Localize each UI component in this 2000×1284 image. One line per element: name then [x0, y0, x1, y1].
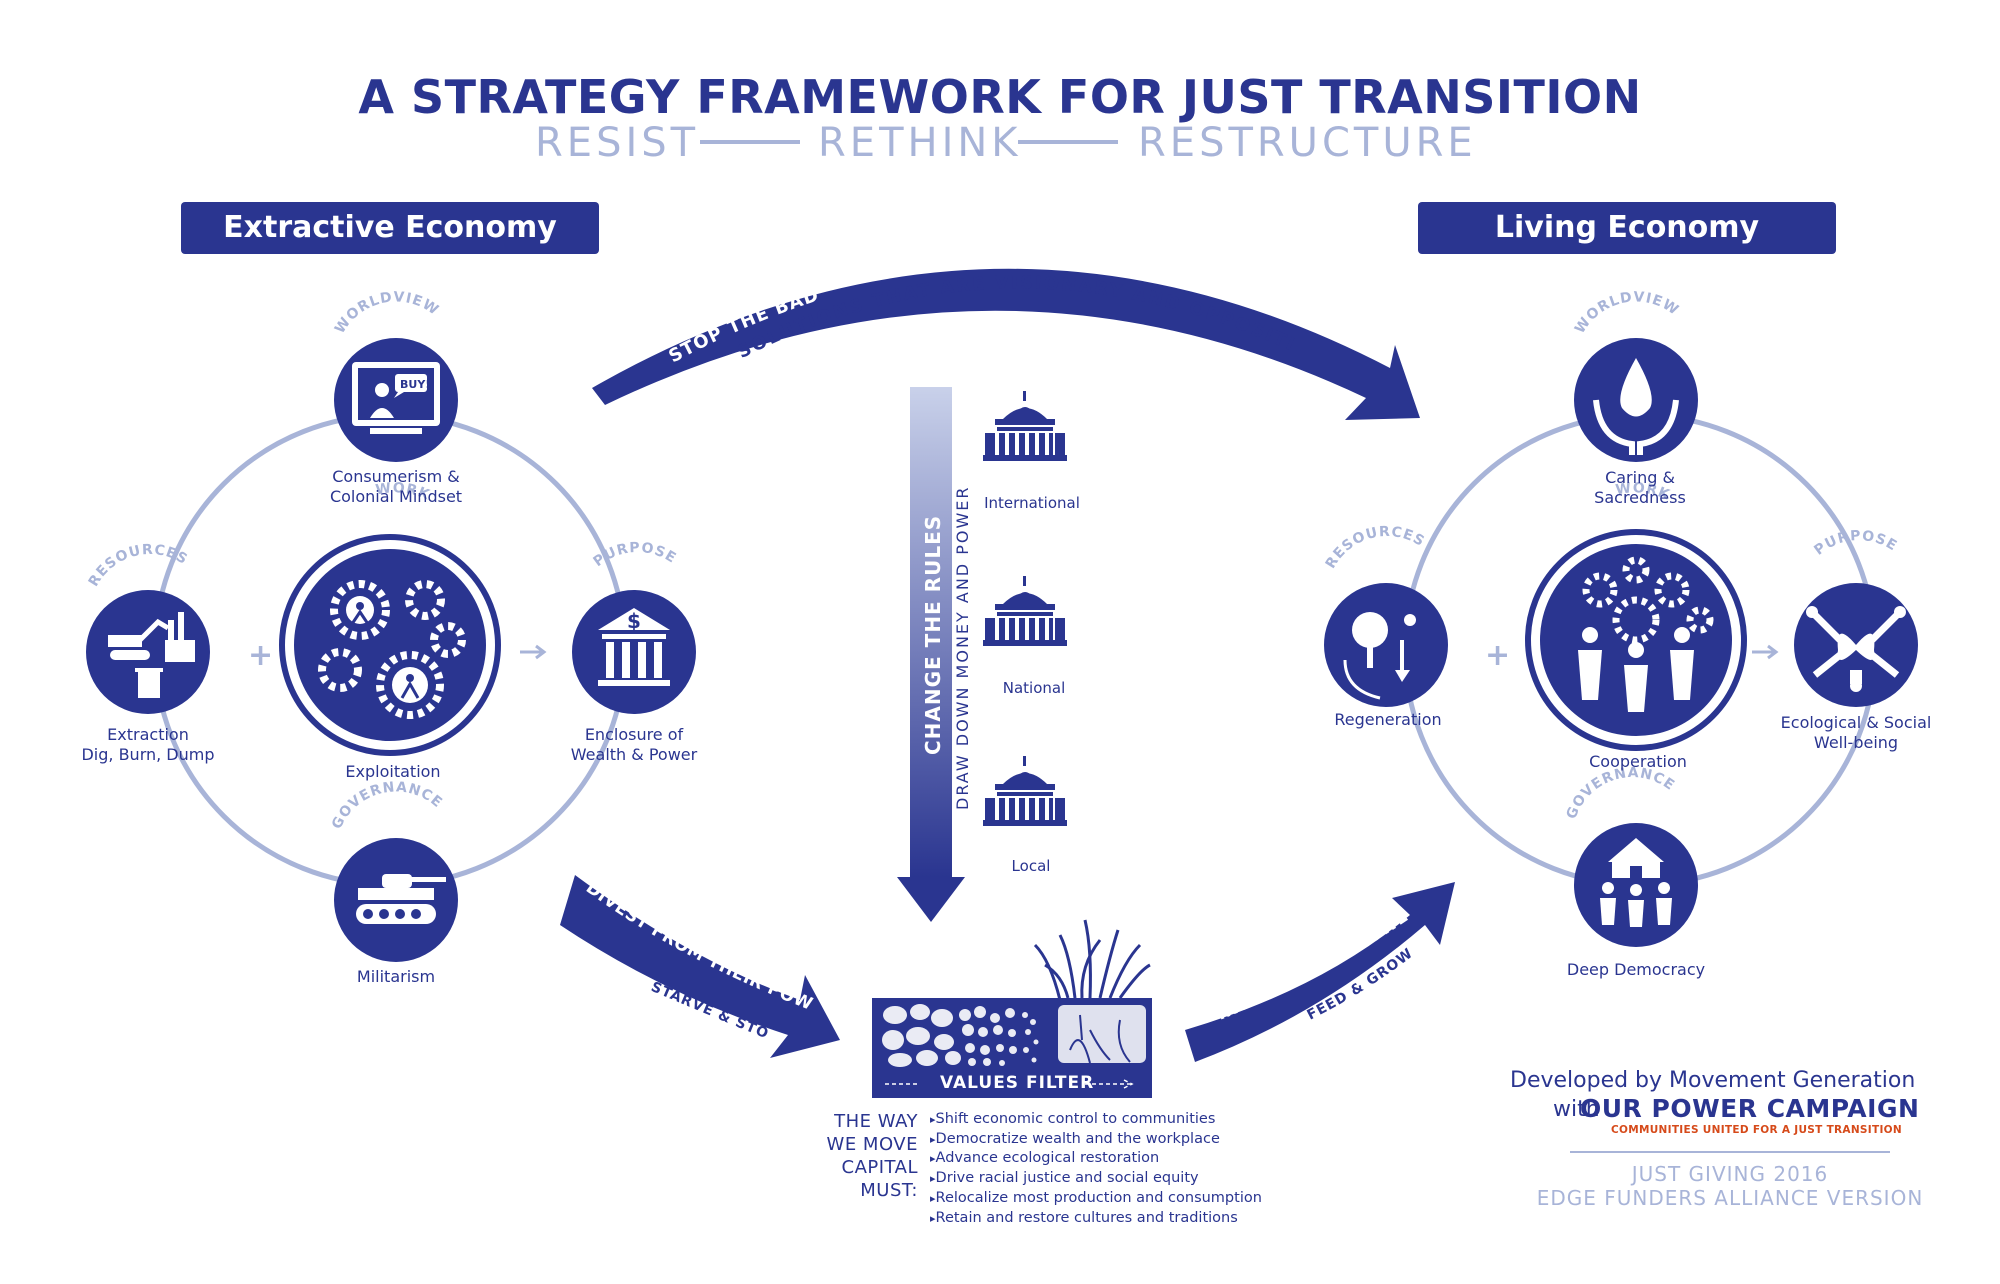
- tree-regeneration-icon: [1324, 583, 1448, 707]
- list-item: Drive racial justice and social equity: [930, 1169, 1262, 1189]
- resources-label: RESOURCES: [86, 542, 191, 590]
- bank-icon: $: [572, 590, 696, 714]
- values-filter-graphic: [872, 919, 1152, 1098]
- list-item: Retain and restore cultures and traditio…: [930, 1209, 1262, 1229]
- water-drop-hands-icon: [1574, 338, 1698, 462]
- top-arc-arrow: [592, 268, 1420, 420]
- cooperation-gears-icon: [1525, 529, 1747, 751]
- developed-by: Developed by Movement Generation: [1510, 1068, 1916, 1093]
- worldview-caption: Caring &Sacredness: [1594, 468, 1686, 507]
- arrow-right-icon: [1752, 644, 1779, 660]
- level-international: International: [984, 494, 1080, 512]
- house-people-icon: [1574, 823, 1698, 947]
- change-the-rules-label: CHANGE THE RULES: [921, 515, 945, 755]
- campaign-tagline: COMMUNITIES UNITED FOR A JUST TRANSITION: [1611, 1124, 1902, 1136]
- version-line-1: JUST GIVING 2016: [1631, 1162, 1829, 1186]
- capitol-icon: [983, 391, 1067, 461]
- work-caption: Cooperation: [1589, 752, 1687, 771]
- extractive-economy-header: Extractive Economy: [181, 202, 599, 254]
- divest-arrow: [560, 875, 840, 1058]
- worldview-caption: Consumerism &Colonial Mindset: [329, 467, 463, 506]
- resources-caption: Regeneration: [1334, 710, 1442, 729]
- governance-caption: Deep Democracy: [1566, 960, 1706, 979]
- capitol-icon: [983, 576, 1067, 646]
- page-title: A STRATEGY FRAMEWORK FOR JUST TRANSITION: [358, 70, 1642, 124]
- values-filter-label: VALUES FILTER: [940, 1073, 1095, 1093]
- version-line-2: EDGE FUNDERS ALLIANCE VERSION: [1536, 1186, 1924, 1210]
- plus-icon: +: [1485, 638, 1510, 673]
- credit-with: with: [1553, 1097, 1600, 1122]
- list-item: Shift economic control to communities: [930, 1110, 1262, 1130]
- subtitle-restructure: RESTRUCTURE: [1138, 120, 1477, 166]
- governance-caption: Militarism: [356, 967, 436, 986]
- tv-icon: [334, 338, 458, 462]
- list-item: Democratize wealth and the workplace: [930, 1130, 1262, 1150]
- capitol-icon: [983, 756, 1067, 826]
- governance-label: GOVERNANCE: [1564, 765, 1678, 821]
- draw-down-label: DRAW DOWN MONEY AND POWER: [953, 486, 972, 811]
- worldview-label: WORLDVIEW: [332, 289, 442, 336]
- list-item: Relocalize most production and consumpti…: [930, 1189, 1262, 1209]
- change-rules-arrowhead: [897, 877, 965, 922]
- arrow-right-icon: [520, 644, 547, 660]
- gears-icon: [279, 534, 501, 756]
- work-caption: Exploitation: [345, 762, 441, 781]
- list-item: Advance ecological restoration: [930, 1149, 1262, 1169]
- svg-text:$: $: [627, 609, 641, 633]
- campaign-logo: OUR POWER CAMPAIGN: [1580, 1094, 1920, 1123]
- tank-icon: [334, 838, 458, 962]
- level-national: National: [1002, 679, 1066, 697]
- governance-label: GOVERNANCE: [329, 779, 446, 831]
- plus-icon: +: [248, 638, 273, 673]
- level-local: Local: [1011, 857, 1051, 875]
- living-economy-header: Living Economy: [1418, 202, 1836, 254]
- subtitle-resist: RESIST: [535, 120, 700, 166]
- subtitle-rethink: RETHINK: [818, 120, 1022, 166]
- capital-bullets: Shift economic control to communities De…: [930, 1110, 1262, 1228]
- factory-icon: [86, 590, 210, 714]
- worldview-label: WORLDVIEW: [1572, 289, 1682, 336]
- resources-label: RESOURCES: [1323, 524, 1428, 572]
- invest-arrow: [1185, 882, 1455, 1062]
- buy-bubble-text: BUY!: [400, 378, 430, 391]
- change-rules-arrow: [910, 387, 952, 877]
- butterfly-people-icon: [1794, 583, 1918, 707]
